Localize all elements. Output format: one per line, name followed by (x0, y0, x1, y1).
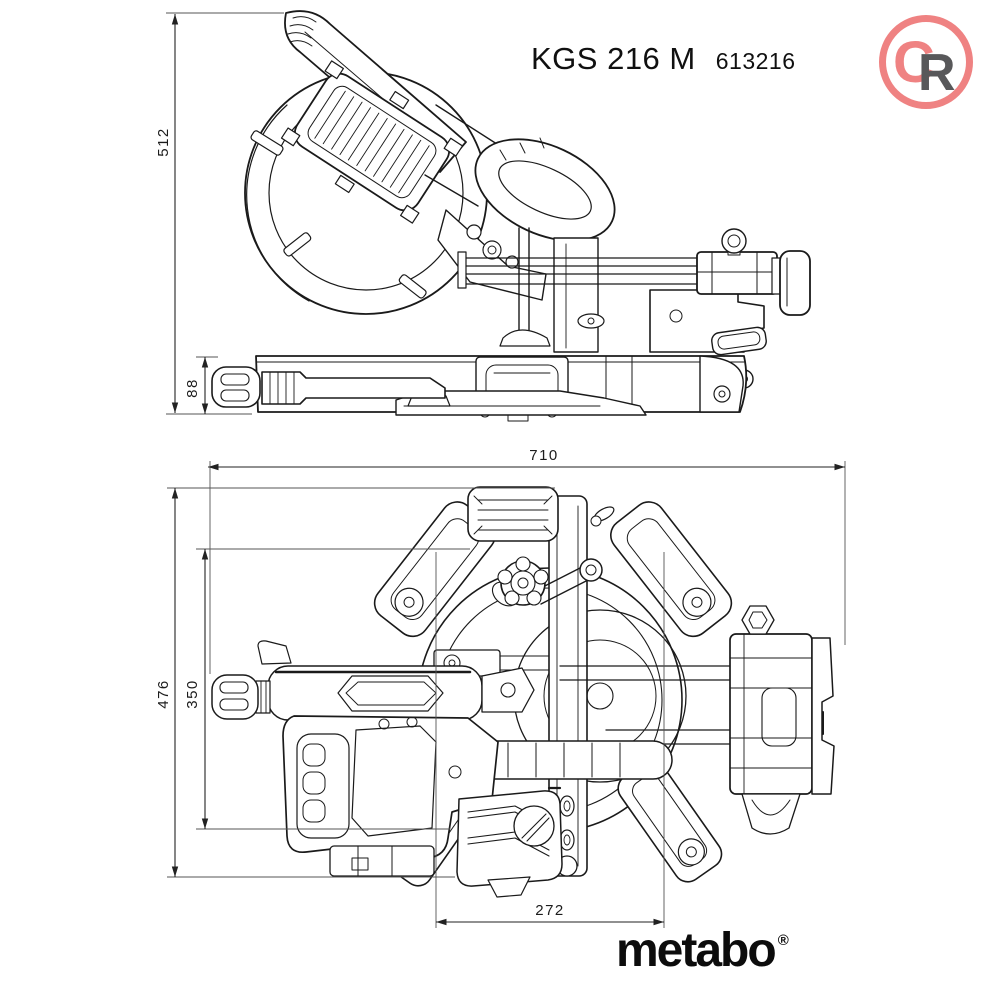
bevel-adjust (491, 506, 615, 607)
cr-logo-ring (879, 15, 973, 109)
title-block: KGS 216 M 613216 (531, 41, 796, 77)
cr-logo-letter-c: C (893, 30, 935, 95)
dim-body-depth-value: 350 (184, 679, 201, 709)
fence-arm-top-right (610, 501, 733, 638)
dimension-lines: 512 88 710 476 (155, 12, 846, 928)
dim-overall-height-value: 512 (155, 127, 172, 157)
dim-overall-depth: 476 (155, 488, 179, 877)
motor-body-top (282, 715, 499, 877)
dim-base-front-width: 272 (436, 902, 664, 926)
top-view-drawing (211, 486, 835, 898)
crossed-circle-mark (513, 805, 555, 847)
model-name: KGS 216 M (531, 41, 696, 76)
dim-overall-height: 512 (155, 14, 179, 413)
registered-mark: ® (777, 932, 789, 949)
metabo-wordmark: metabo® (616, 924, 789, 977)
dim-base-height: 88 (184, 357, 209, 414)
rear-carriage (559, 605, 835, 835)
article-number: 613216 (715, 48, 796, 74)
dim-base-height-value: 88 (184, 378, 201, 398)
handle-assembly (211, 640, 535, 721)
fence-arm-top-left (373, 501, 496, 638)
star-knob (497, 556, 549, 606)
dim-body-depth: 350 (184, 549, 209, 829)
cr-logo-icon: C R (879, 15, 973, 109)
slide-rails (457, 228, 811, 389)
left-extension-arm (211, 366, 446, 408)
cr-logo-letter-r: R (918, 44, 956, 102)
leg-bottom-right (617, 759, 723, 883)
dim-overall-depth-value: 476 (155, 679, 172, 709)
dim-base-front-width-value: 272 (535, 902, 565, 919)
support-column (499, 227, 605, 353)
side-view-drawing (211, 10, 811, 422)
front-table (456, 790, 563, 898)
dim-overall-width: 710 (208, 447, 845, 471)
motor-housing (280, 60, 464, 224)
motor-top-fins (467, 486, 559, 542)
extension-lines (166, 12, 846, 928)
d-handle (424, 104, 616, 242)
dim-overall-width-value: 710 (529, 447, 559, 464)
metabo-text: metabo (616, 924, 777, 977)
